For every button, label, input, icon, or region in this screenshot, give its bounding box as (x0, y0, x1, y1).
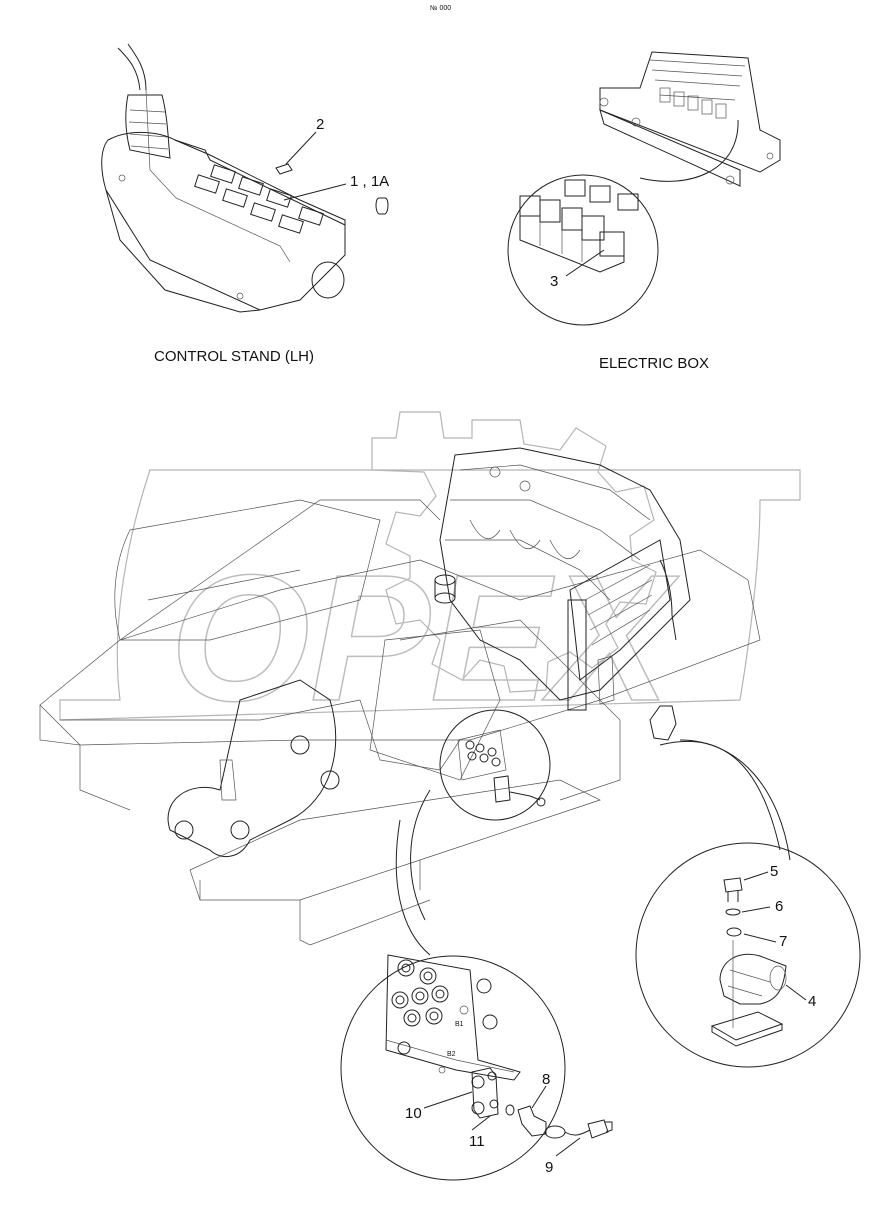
machine-main-view (39, 447, 791, 956)
valve-block-small (457, 729, 546, 807)
relay-detail (519, 179, 639, 273)
part-label-5: 5 (770, 863, 778, 880)
clamp-bracket (649, 705, 677, 741)
part-label-11: 11 (469, 1133, 485, 1150)
washer-part-7 (726, 927, 742, 937)
valve-zoom-circle (439, 709, 551, 821)
part-label-2: 2 (316, 116, 324, 133)
watermark-text: OPEX (170, 538, 680, 739)
electric-box-view: 3 ELECTRIC BOX (507, 51, 781, 372)
block-part-10 (471, 1067, 499, 1119)
control-stand-caption: CONTROL STAND (LH) (154, 348, 314, 365)
clamp-detail-view: 5 6 7 4 (635, 842, 861, 1068)
hydraulic-fittings (391, 959, 498, 1074)
electric-box-caption: ELECTRIC BOX (599, 355, 709, 372)
port-label-b2: B2 (447, 1051, 456, 1058)
pressure-switch-part-8 (517, 1105, 547, 1137)
bulb-part (375, 197, 389, 215)
watermark-logo: OPEX (59, 411, 801, 740)
part-label-10: 10 (405, 1105, 422, 1122)
valve-detail-view: B1 B2 10 11 8 9 (340, 954, 613, 1181)
bolt-part-5 (723, 877, 743, 893)
lamp-cover-part (275, 163, 293, 175)
clamp-detail-circle (635, 842, 861, 1068)
part-label-8: 8 (542, 1071, 550, 1088)
part-label-3: 3 (550, 273, 558, 290)
port-label-b1: B1 (455, 1021, 464, 1028)
spring-washer-part-6 (725, 908, 741, 916)
electric-box-detail-circle (507, 174, 659, 326)
connector-part-9 (587, 1119, 609, 1139)
part-label-4: 4 (808, 993, 816, 1010)
part-label-7: 7 (779, 933, 787, 950)
valve-detail-circle (340, 955, 566, 1181)
part-label-1-1a: 1 , 1A (350, 173, 389, 190)
page-code: № 000 (430, 5, 451, 12)
clamp-part-4 (719, 953, 787, 1005)
oring-part-11 (505, 1104, 515, 1116)
control-stand-view: 2 1 , 1A CONTROL STAND (LH) (101, 43, 389, 365)
part-label-9: 9 (545, 1159, 553, 1176)
switch-panel-buttons (194, 164, 324, 234)
engine-assembly (369, 447, 691, 781)
part-label-6: 6 (775, 898, 783, 915)
